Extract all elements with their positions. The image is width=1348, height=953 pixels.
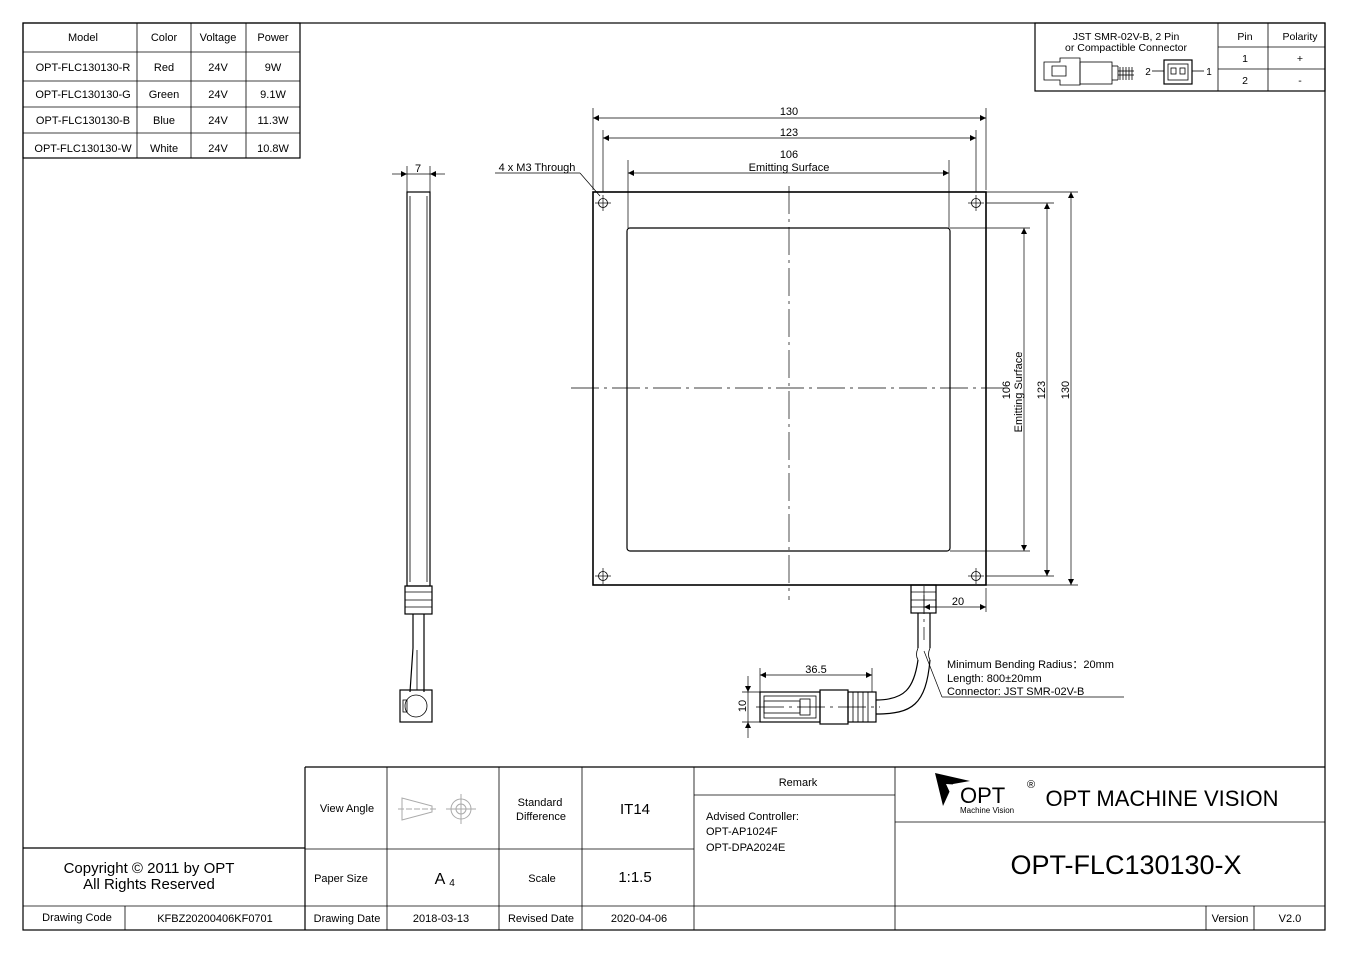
- spec-cell: 11.3W: [258, 115, 290, 127]
- drawing-code: KFBZ20200406KF0701: [157, 913, 273, 925]
- logo-text: OPT: [960, 783, 1005, 808]
- spec-cell: Green: [149, 89, 180, 101]
- dim-connector-height: 10: [737, 700, 749, 712]
- company-name: OPT MACHINE VISION: [1045, 786, 1278, 811]
- dim-hole-spacing-v: 123: [1036, 381, 1048, 399]
- spec-cell: 24V: [208, 115, 228, 127]
- dim-emitting-label-v: Emitting Surface: [1013, 352, 1025, 433]
- remark-line1: Advised Controller:: [706, 811, 799, 823]
- connector-table: JST SMR-02V-B, 2 Pin or Compactible Conn…: [1034, 22, 1326, 92]
- mounting-hole: [968, 568, 984, 584]
- spec-cell: 9.1W: [260, 89, 286, 101]
- connector-front-sketch: 2 1: [1145, 59, 1212, 85]
- drawing-date: 2018-03-13: [413, 913, 469, 925]
- dim-cable-offset: 20: [952, 596, 964, 608]
- copyright-line2: All Rights Reserved: [83, 876, 215, 893]
- paper-size-sub: 4: [449, 878, 455, 889]
- pin-header: Pin: [1237, 31, 1252, 43]
- connector-side-sketch: [1043, 57, 1134, 86]
- spec-cell: OPT-FLC130130-W: [34, 143, 132, 155]
- standard-label-1: Standard: [518, 797, 563, 809]
- remark-line2: OPT-AP1024F: [706, 826, 778, 838]
- sheet-border: [22, 22, 1326, 931]
- spec-cell: Blue: [153, 115, 175, 127]
- spec-cell: Red: [154, 62, 174, 74]
- standard-value: IT14: [620, 801, 650, 818]
- hole-note: 4 x M3 Through: [499, 162, 576, 174]
- side-view: 7: [392, 163, 445, 723]
- spec-header-power: Power: [257, 32, 289, 44]
- paper-size-main: A: [435, 871, 446, 888]
- remark-label: Remark: [779, 777, 818, 789]
- mounting-hole: [595, 568, 611, 584]
- dim-side-thickness: 7: [415, 163, 421, 175]
- pin-label-1: 1: [1206, 67, 1212, 78]
- dim-emitting-label: Emitting Surface: [749, 162, 830, 174]
- polarity-header: Polarity: [1282, 31, 1318, 43]
- spec-header-model: Model: [68, 32, 98, 44]
- front-view: 130 123 106 Emitting Surface 4 x M3 Thro…: [495, 106, 1124, 738]
- revised-date: 2020-04-06: [611, 913, 667, 925]
- paper-size-label: Paper Size: [314, 873, 368, 885]
- dim-hole-spacing: 123: [780, 127, 798, 139]
- version-value: V2.0: [1279, 913, 1302, 925]
- dim-width-outer: 130: [780, 106, 798, 118]
- dim-emitting-height: 106: [1001, 381, 1013, 399]
- mounting-hole: [595, 195, 611, 211]
- logo-sub: Machine Vision: [960, 806, 1014, 815]
- drawing-date-label: Drawing Date: [314, 913, 381, 925]
- mounting-hole: [968, 195, 984, 211]
- drawing-code-label: Drawing Code: [42, 912, 112, 924]
- note-connector: Connector: JST SMR-02V-B: [947, 686, 1084, 698]
- standard-label-2: Difference: [516, 811, 566, 823]
- spec-cell: OPT-FLC130130-R: [36, 62, 131, 74]
- spec-cell: White: [150, 143, 178, 155]
- copyright-line1: Copyright © 2011 by OPT: [64, 860, 235, 877]
- dim-emitting-width: 106: [780, 149, 798, 161]
- spec-cell: 24V: [208, 143, 228, 155]
- pin-label-2: 2: [1145, 67, 1151, 78]
- scale-label: Scale: [528, 873, 556, 885]
- spec-header-voltage: Voltage: [200, 32, 237, 44]
- spec-cell: 9W: [265, 62, 282, 74]
- pin-cell: 1: [1242, 53, 1248, 65]
- scale-value: 1:1.5: [618, 869, 651, 886]
- logo-reg: ®: [1027, 779, 1035, 791]
- note-cable-length: Length: 800±20mm: [947, 673, 1042, 685]
- spec-cell: 10.8W: [257, 143, 289, 155]
- cable-connector: [756, 689, 880, 725]
- view-angle-label: View Angle: [320, 803, 374, 815]
- pin-cell: 2: [1242, 75, 1248, 87]
- spec-table: Model Color Voltage Power OPT-FLC130130-…: [22, 22, 301, 159]
- projection-symbol-icon: [398, 794, 476, 824]
- revised-date-label: Revised Date: [508, 913, 574, 925]
- connector-title-line1: JST SMR-02V-B, 2 Pin: [1073, 31, 1180, 43]
- dim-connector-length: 36.5: [805, 664, 826, 676]
- logo-mark-icon: [935, 773, 970, 806]
- note-bend-radius: Minimum Bending Radius：20mm: [947, 659, 1114, 671]
- part-number: OPT-FLC130130-X: [1010, 850, 1241, 880]
- spec-cell: 24V: [208, 62, 228, 74]
- polarity-cell: -: [1298, 75, 1302, 87]
- dim-height-outer: 130: [1060, 381, 1072, 399]
- polarity-cell: +: [1297, 53, 1303, 65]
- remark-line3: OPT-DPA2024E: [706, 842, 785, 854]
- spec-cell: OPT-FLC130130-G: [35, 89, 130, 101]
- opt-logo: OPT ® Machine Vision: [935, 773, 1035, 815]
- title-block: Copyright © 2011 by OPT All Rights Reser…: [23, 766, 1325, 930]
- spec-cell: OPT-FLC130130-B: [36, 115, 130, 127]
- connector-title-line2: or Compactible Connector: [1065, 42, 1187, 54]
- spec-header-color: Color: [151, 32, 178, 44]
- spec-cell: 24V: [208, 89, 228, 101]
- version-label: Version: [1212, 913, 1249, 925]
